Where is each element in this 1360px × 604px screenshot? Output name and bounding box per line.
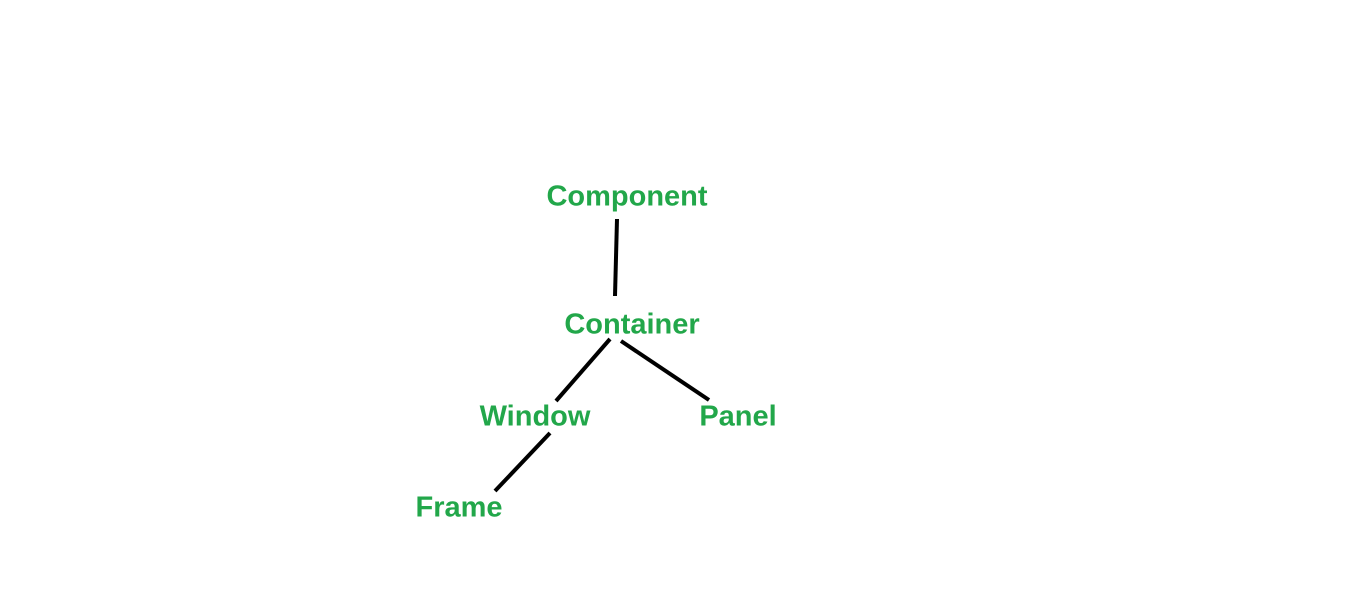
tree-node-frame: Frame xyxy=(415,491,503,524)
tree-node-component: Component xyxy=(546,180,708,213)
tree-node-window: Window xyxy=(479,400,591,433)
tree-edge-component-container xyxy=(613,218,619,297)
tree-edge-container-window xyxy=(554,337,612,403)
tree-node-panel: Panel xyxy=(699,400,777,433)
tree-node-container: Container xyxy=(564,308,700,341)
tree-edge-container-panel xyxy=(619,339,711,402)
tree-edge-window-frame xyxy=(493,431,552,493)
